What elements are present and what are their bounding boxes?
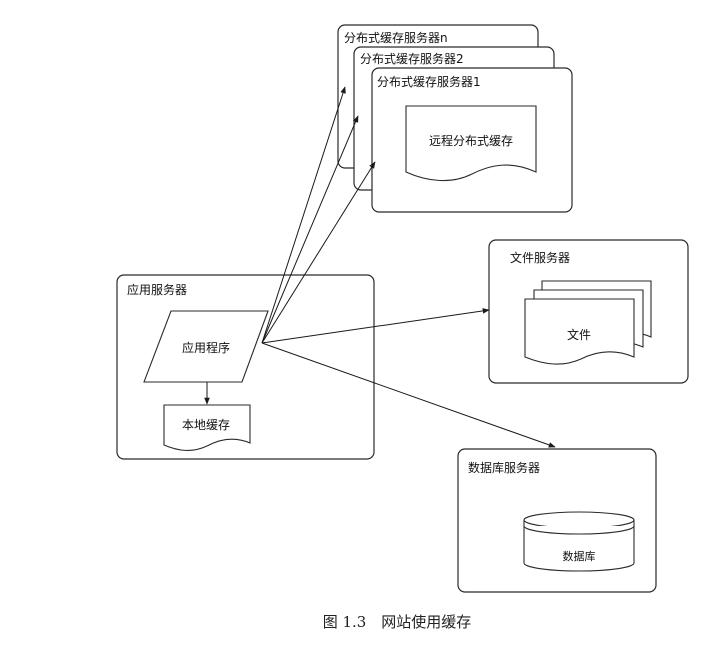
database-cylinder [523,511,635,572]
db-server-label: 数据库服务器 [468,460,540,475]
local-cache-document [163,404,251,451]
cache-server-1-label: 分布式缓存服务器1 [377,74,481,89]
arrow-to-cache-n [261,86,346,344]
cache-server-1: 分布式缓存服务器1 远程分布式缓存 [371,67,573,213]
app-program-shape [143,310,269,383]
file-document [524,298,635,365]
remote-cache-label: 远程分布式缓存 [429,133,513,148]
connections [204,86,556,448]
arrow-to-db-server [261,342,556,448]
file-label: 文件 [567,327,591,342]
remote-cache-document [405,105,537,182]
local-cache-label: 本地缓存 [182,418,230,432]
file-server-label: 文件服务器 [510,250,570,265]
app-program-label: 应用程序 [182,340,230,355]
file-server: 文件服务器 文件 [488,239,689,384]
cache-server-n-label: 分布式缓存服务器n [344,30,448,45]
app-server-label: 应用服务器 [127,282,187,297]
arrow-to-file-server [261,308,490,344]
arrow-to-cache-2 [261,115,359,344]
arrow-to-cache-1 [261,161,376,344]
app-server: 应用服务器 应用程序 本地缓存 [116,274,375,460]
db-server: 数据库服务器 数据库 [457,448,657,593]
database-label: 数据库 [563,549,596,563]
cache-server-2-label: 分布式缓存服务器2 [360,51,464,66]
figure-caption: 图 1.3 网站使用缓存 [323,613,472,631]
